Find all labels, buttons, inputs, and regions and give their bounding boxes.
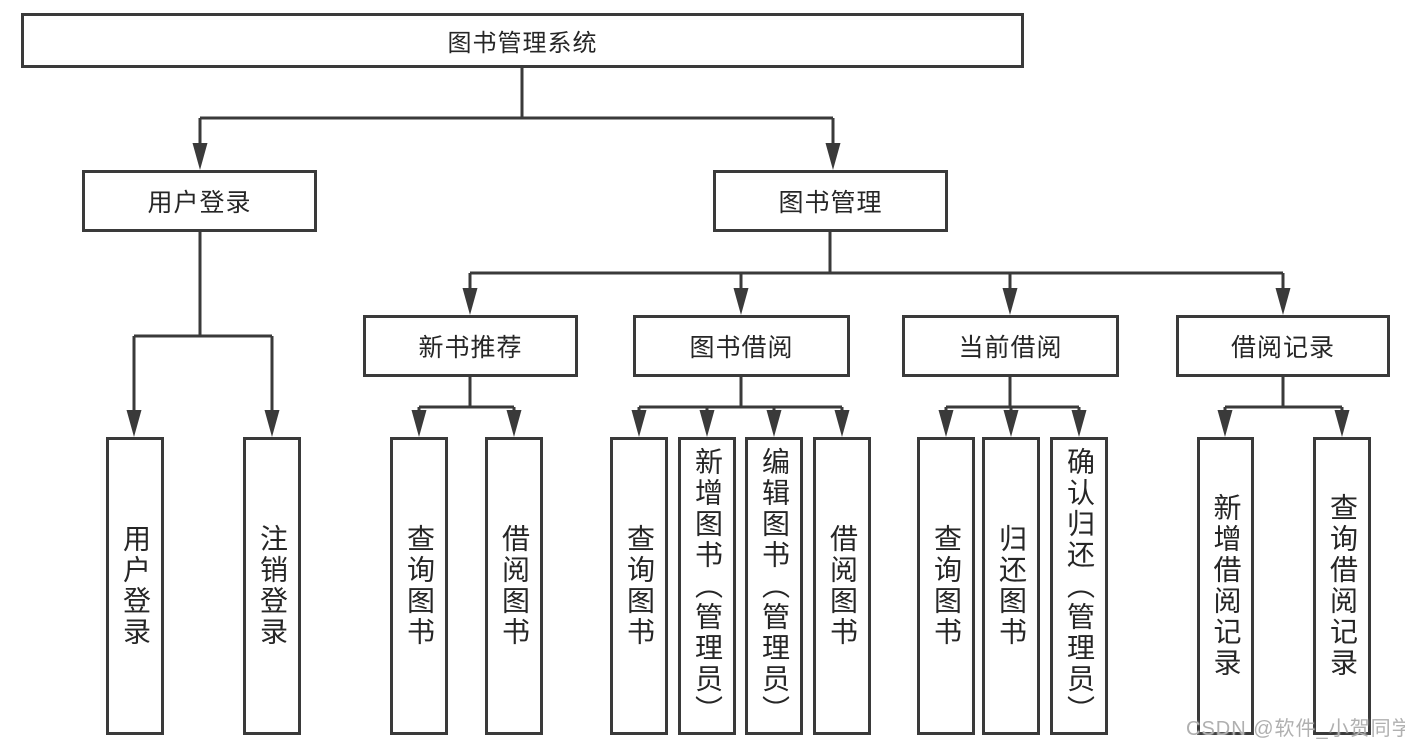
- node-label: 当前借阅: [958, 334, 1063, 362]
- node-label: 编辑图书（管理员）: [759, 446, 790, 726]
- node-br-query-record: 查询借阅记录: [1313, 437, 1371, 735]
- node-label: 新书推荐: [418, 334, 523, 362]
- node-label: 图书管理: [778, 189, 883, 217]
- node-current-borrow: 当前借阅: [902, 315, 1119, 377]
- csdn-watermark: CSDN @软件_小贺同学: [1186, 718, 1405, 740]
- node-label: 借阅记录: [1230, 334, 1335, 362]
- node-nb-borrow-books: 借阅图书: [485, 437, 543, 735]
- node-label: 借阅图书: [827, 524, 858, 648]
- node-label: 查询图书: [931, 524, 962, 648]
- node-borrow-records: 借阅记录: [1176, 315, 1390, 377]
- node-user-login-action: 用户登录: [106, 437, 164, 735]
- node-label: 用户登录: [147, 189, 252, 217]
- node-label: 查询借阅记录: [1327, 493, 1358, 679]
- node-new-book-recommend: 新书推荐: [363, 315, 578, 377]
- node-label: 查询图书: [624, 524, 655, 648]
- node-label: 图书借阅: [689, 334, 794, 362]
- node-label: 用户登录: [120, 524, 151, 648]
- node-book-management: 图书管理: [713, 170, 948, 232]
- node-label: 注销登录: [257, 524, 288, 648]
- node-nb-query-books: 查询图书: [390, 437, 448, 735]
- node-bb-query-books: 查询图书: [610, 437, 668, 735]
- node-br-add-record: 新增借阅记录: [1197, 437, 1254, 735]
- node-bb-borrow-books: 借阅图书: [813, 437, 871, 735]
- node-user-login: 用户登录: [82, 170, 317, 232]
- node-label: 归还图书: [996, 524, 1027, 648]
- node-logout: 注销登录: [243, 437, 301, 735]
- node-cb-query-books: 查询图书: [917, 437, 975, 735]
- node-label: 借阅图书: [499, 524, 530, 648]
- arrowhead-icons: [126, 143, 1350, 437]
- node-label: 查询图书: [404, 524, 435, 648]
- node-library-system: 图书管理系统: [21, 13, 1024, 68]
- node-book-borrow: 图书借阅: [633, 315, 850, 377]
- node-label: 新增借阅记录: [1210, 493, 1242, 679]
- node-label: 确认归还（管理员）: [1064, 446, 1095, 726]
- node-bb-edit-books-admin: 编辑图书（管理员）: [745, 437, 803, 735]
- node-label: 图书管理系统: [447, 30, 598, 57]
- node-bb-add-books-admin: 新增图书（管理员）: [678, 437, 736, 735]
- node-cb-confirm-return-admin: 确认归还（管理员）: [1050, 437, 1108, 735]
- node-label: 新增图书（管理员）: [692, 446, 723, 726]
- node-cb-return-books: 归还图书: [982, 437, 1040, 735]
